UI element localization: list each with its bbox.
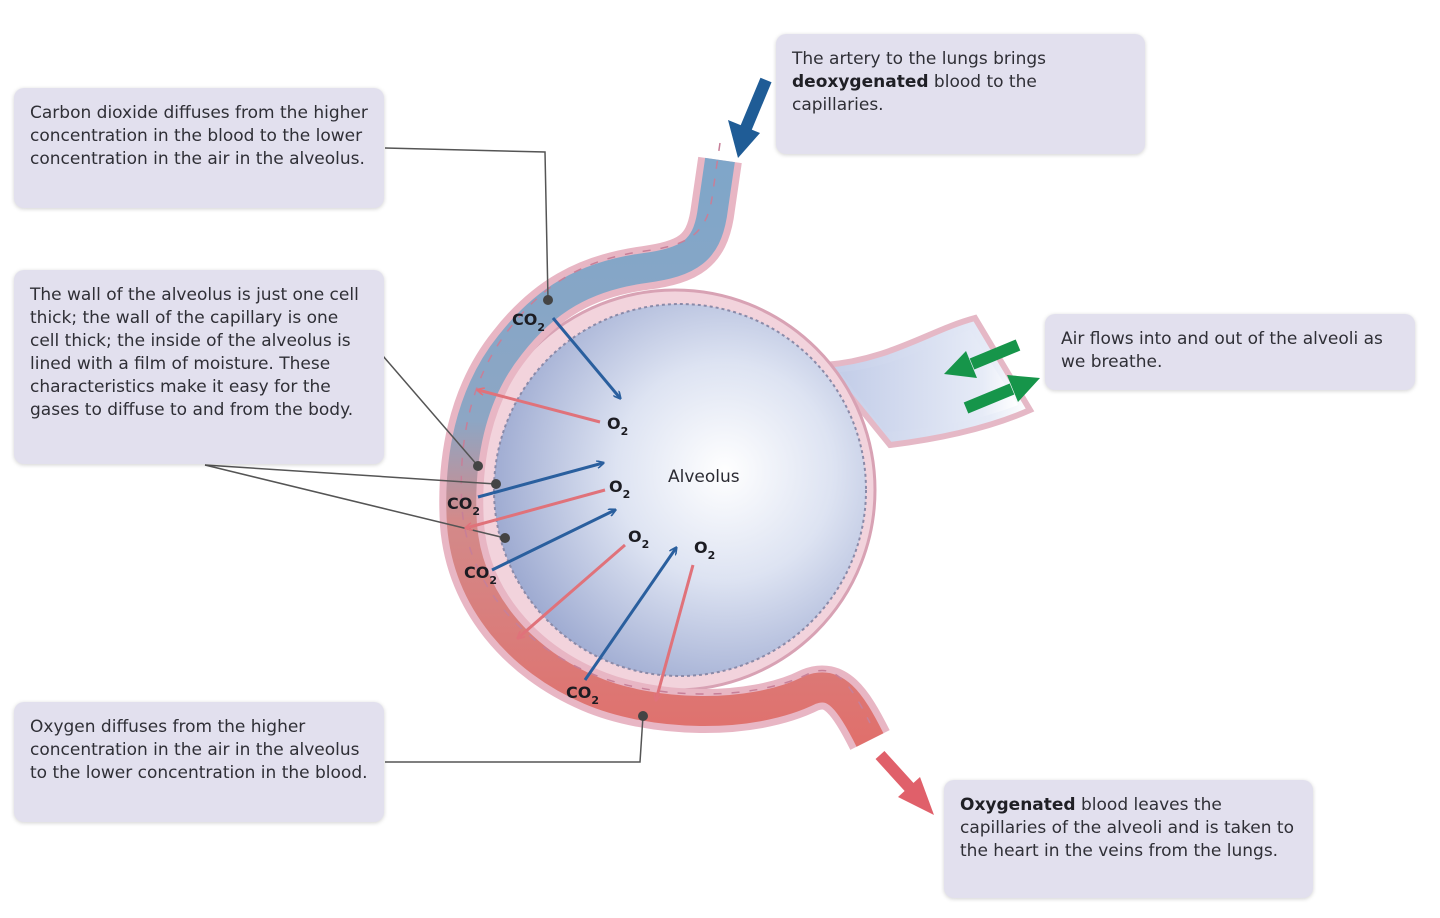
callout-artery-text: The artery to the lungs brings	[792, 49, 1047, 69]
o2-arrow	[478, 390, 601, 424]
o2-label: O2	[628, 527, 649, 551]
callout-artery-bold: deoxygenated	[792, 72, 929, 92]
o2-label: O2	[694, 538, 715, 562]
callout-o2-diffusion-text: Oxygen diffuses from the higher concentr…	[30, 717, 368, 783]
artery-flow-arrow	[728, 77, 772, 158]
air-in-arrow	[944, 339, 1021, 378]
callout-wall-thickness-text: The wall of the alveolus is just one cel…	[30, 285, 359, 420]
air-out-arrow	[963, 375, 1040, 414]
co2-arrow	[551, 317, 620, 398]
co2-arrow	[583, 548, 676, 681]
gas-labels: CO2 CO2 CO2 CO2 O2 O2 O2 O2	[447, 310, 715, 707]
callout-artery: The artery to the lungs brings deoxygena…	[776, 34, 1145, 154]
callout-oxygenated: Oxygenated blood leaves the capillaries …	[944, 780, 1313, 898]
o2-arrow	[466, 488, 606, 528]
co2-arrow	[477, 463, 603, 499]
co2-label: CO2	[447, 494, 480, 518]
callout-artery-text-end: blood to the capillaries.	[792, 72, 1037, 115]
callout-air-flow-text: Air flows into and out of the alveoli as…	[1061, 329, 1383, 372]
leader-dots	[473, 295, 648, 721]
leader-wall-3	[204, 464, 506, 539]
callout-oxygenated-bold: Oxygenated	[960, 795, 1076, 815]
alveolus-label: Alveolus	[668, 467, 740, 487]
callout-co2-diffusion: Carbon dioxide diffuses from the higher …	[14, 88, 384, 208]
leader-lines	[204, 147, 644, 763]
o2-arrow	[518, 543, 626, 638]
callout-wall-thickness: The wall of the alveolus is just one cel…	[14, 270, 384, 464]
vein-flow-arrow	[875, 750, 934, 815]
co2-label: CO2	[512, 310, 545, 334]
callout-oxygenated-text: blood leaves the capillaries of the alve…	[960, 795, 1294, 861]
callout-air-flow: Air flows into and out of the alveoli as…	[1045, 314, 1415, 390]
callout-o2-diffusion: Oxygen diffuses from the higher concentr…	[14, 702, 384, 822]
alveolus-inner	[493, 303, 867, 677]
leader-wall-1	[382, 355, 479, 467]
co2-arrows	[477, 317, 676, 681]
leader-o2	[385, 715, 644, 763]
alveolus-sac	[473, 288, 1035, 692]
capillary	[439, 142, 890, 750]
o2-label: O2	[607, 414, 628, 438]
o2-arrows	[466, 390, 695, 700]
co2-label: CO2	[566, 683, 599, 707]
o2-label: O2	[609, 477, 630, 501]
leader-wall-2	[204, 464, 497, 485]
co2-arrow	[491, 510, 615, 572]
leader-co2	[384, 147, 549, 301]
o2-arrow	[656, 564, 695, 700]
callout-co2-diffusion-text: Carbon dioxide diffuses from the higher …	[30, 103, 368, 169]
co2-label: CO2	[464, 563, 497, 587]
